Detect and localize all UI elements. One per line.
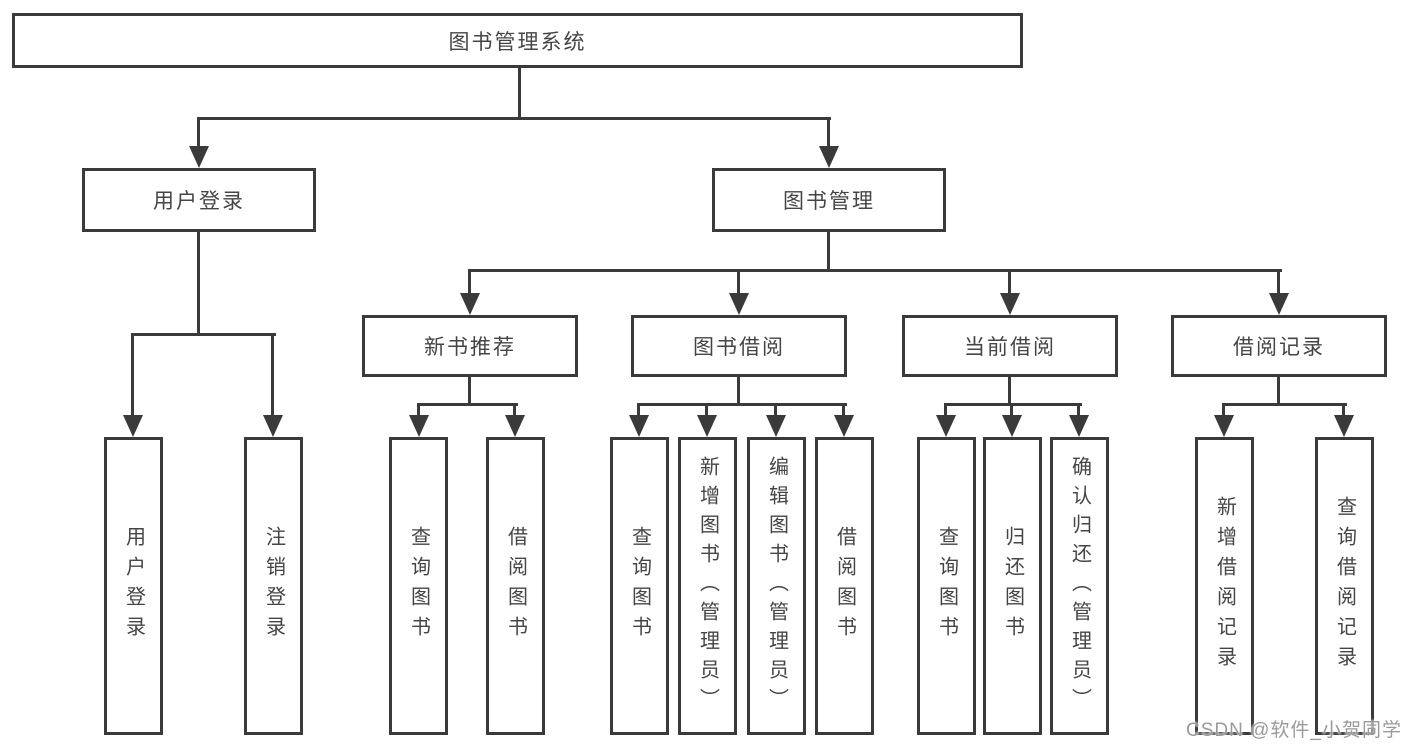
connector-stem-g3-query <box>944 403 947 421</box>
leaf-add-book-admin-label: 新增图书（管理员） <box>696 455 719 717</box>
arrowhead-book-borrow <box>729 293 749 315</box>
leaf-recommend-borrow-book-label: 借阅图书 <box>504 526 527 646</box>
connector-stem-g3-confirm <box>1077 403 1080 421</box>
connector-user-login-trunk <box>197 231 200 336</box>
arrowhead-leaf-logout <box>263 415 283 437</box>
node-book-management: 图书管理 <box>712 168 946 232</box>
leaf-borrow-book: 借阅图书 <box>815 437 874 735</box>
leaf-recommend-query-book: 查询图书 <box>389 437 448 735</box>
leaf-edit-book-admin-label: 编辑图书（管理员） <box>765 455 788 717</box>
connector-stem-leaf-user-login <box>131 333 134 421</box>
connector-user-login-bus <box>131 333 276 336</box>
arrowhead-leaf-user-login <box>123 415 143 437</box>
node-new-book-recommend: 新书推荐 <box>362 315 578 377</box>
leaf-borrow-book-label: 借阅图书 <box>833 526 856 646</box>
node-book-management-label: 图书管理 <box>783 190 875 213</box>
connector-stem-borrow-record <box>1277 269 1280 299</box>
connector-stem-leaf-logout <box>271 333 274 421</box>
arrowhead-g3-return <box>1002 415 1022 437</box>
connector-stem-g2-borrow <box>842 403 845 421</box>
node-current-borrow: 当前借阅 <box>902 315 1118 377</box>
connector-stem-g2-edit <box>774 403 777 421</box>
connector-g1-bus <box>417 403 518 406</box>
node-book-borrow: 图书借阅 <box>631 315 847 377</box>
leaf-add-borrow-record: 新增借阅记录 <box>1195 437 1254 735</box>
leaf-add-borrow-record-label: 新增借阅记录 <box>1213 496 1236 676</box>
arrowhead-g1-borrow <box>505 415 525 437</box>
arrowhead-g3-confirm <box>1069 415 1089 437</box>
connector-stem-book-borrow <box>737 269 740 299</box>
node-user-login-label: 用户登录 <box>153 190 245 213</box>
connector-g3-trunk <box>1008 376 1011 406</box>
leaf-user-login: 用户登录 <box>104 437 163 735</box>
arrowhead-g2-add <box>697 415 717 437</box>
arrowhead-g2-query <box>629 415 649 437</box>
connector-stem-g2-add <box>705 403 708 421</box>
arrowhead-book-management <box>819 146 839 168</box>
leaf-add-book-admin: 新增图书（管理员） <box>678 437 737 735</box>
connector-g1-trunk <box>468 376 471 406</box>
connector-stem-new-book-recommend <box>468 269 471 299</box>
connector-book-management-bus <box>468 269 1282 272</box>
leaf-recommend-query-book-label: 查询图书 <box>407 526 430 646</box>
node-book-borrow-label: 图书借阅 <box>693 336 785 359</box>
leaf-logout-login: 注销登录 <box>244 437 303 735</box>
arrowhead-new-book-recommend <box>460 293 480 315</box>
leaf-borrow-query-book-label: 查询图书 <box>628 526 651 646</box>
arrowhead-user-login <box>189 146 209 168</box>
node-borrow-record: 借阅记录 <box>1171 315 1387 377</box>
leaf-logout-login-label: 注销登录 <box>262 526 285 646</box>
leaf-return-book: 归还图书 <box>983 437 1042 735</box>
arrowhead-g4-query <box>1334 415 1354 437</box>
leaf-current-query-book-label: 查询图书 <box>935 526 958 646</box>
csdn-watermark: CSDN @软件_小贺同学 <box>1186 720 1402 741</box>
leaf-query-borrow-record-label: 查询借阅记录 <box>1333 496 1356 676</box>
connector-stem-user-login <box>197 117 200 152</box>
node-library-management-system-label: 图书管理系统 <box>448 30 587 54</box>
connector-stem-g1-borrow <box>513 403 516 421</box>
connector-stem-g4-query <box>1342 403 1345 421</box>
leaf-edit-book-admin: 编辑图书（管理员） <box>747 437 806 735</box>
leaf-return-book-label: 归还图书 <box>1001 526 1024 646</box>
connector-root-bus <box>197 117 831 120</box>
connector-stem-current-borrow <box>1008 269 1011 299</box>
leaf-recommend-borrow-book: 借阅图书 <box>486 437 545 735</box>
arrowhead-g2-borrow <box>834 415 854 437</box>
arrowhead-g4-add <box>1214 415 1234 437</box>
arrowhead-borrow-record <box>1269 293 1289 315</box>
connector-g4-bus <box>1222 403 1347 406</box>
arrowhead-g3-query <box>936 415 956 437</box>
connector-book-management-trunk <box>827 231 830 272</box>
connector-stem-g2-query <box>637 403 640 421</box>
connector-stem-g3-return <box>1010 403 1013 421</box>
node-current-borrow-label: 当前借阅 <box>964 336 1056 359</box>
leaf-borrow-query-book: 查询图书 <box>610 437 669 735</box>
leaf-confirm-return-admin-label: 确认归还（管理员） <box>1068 455 1091 717</box>
leaf-query-borrow-record: 查询借阅记录 <box>1315 437 1374 735</box>
leaf-confirm-return-admin: 确认归还（管理员） <box>1050 437 1109 735</box>
node-user-login: 用户登录 <box>82 168 316 232</box>
arrowhead-g1-query <box>409 415 429 437</box>
connector-g3-bus <box>944 403 1082 406</box>
node-borrow-record-label: 借阅记录 <box>1233 336 1325 359</box>
leaf-user-login-label: 用户登录 <box>122 526 145 646</box>
connector-root-trunk <box>518 68 521 120</box>
node-new-book-recommend-label: 新书推荐 <box>424 336 516 359</box>
node-library-management-system: 图书管理系统 <box>12 13 1023 68</box>
connector-g4-trunk <box>1277 376 1280 406</box>
connector-g2-bus <box>637 403 847 406</box>
connector-stem-g1-query <box>417 403 420 421</box>
connector-stem-book-management <box>827 117 830 152</box>
arrowhead-current-borrow <box>1000 293 1020 315</box>
connector-stem-g4-add <box>1222 403 1225 421</box>
connector-g2-trunk <box>737 376 740 406</box>
arrowhead-g2-edit <box>766 415 786 437</box>
leaf-current-query-book: 查询图书 <box>917 437 976 735</box>
